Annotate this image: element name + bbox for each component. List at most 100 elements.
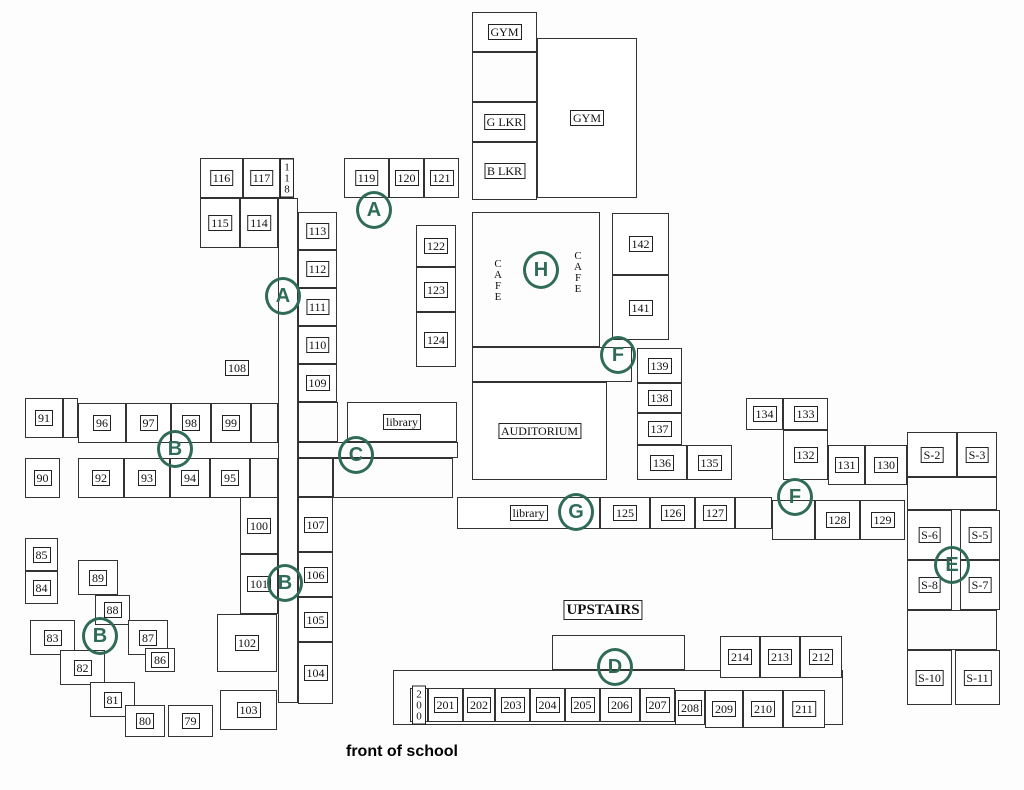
wall-outline (298, 442, 458, 458)
room-label: 200 (412, 685, 426, 725)
zone-marker: A (265, 277, 301, 315)
room (955, 650, 1000, 705)
wall-outline (333, 458, 453, 498)
room-label: 132 (793, 447, 818, 463)
room-label: 97 (139, 415, 158, 431)
room-label: 89 (89, 569, 107, 586)
room-label: G LKR (483, 114, 526, 130)
room-label: 209 (712, 701, 736, 717)
room-label: 114 (247, 215, 271, 231)
room-label: 210 (751, 701, 775, 717)
wall-outline (735, 497, 772, 529)
room-label: 134 (752, 406, 777, 422)
room-label: 86 (151, 652, 169, 668)
room-label: 203 (500, 697, 525, 713)
room-label: 129 (870, 512, 895, 528)
room-label: 98 (182, 415, 200, 431)
room-label: 213 (768, 649, 792, 665)
room-label: 99 (222, 415, 240, 431)
wall-outline (251, 403, 278, 443)
zone-marker: G (558, 493, 594, 531)
wall-outline (63, 398, 78, 438)
room-label: 96 (93, 415, 111, 431)
wall-outline (907, 477, 997, 510)
room (720, 636, 760, 678)
room (145, 648, 175, 672)
room-label: 139 (647, 357, 672, 374)
room-label: 93 (138, 470, 156, 486)
room-label: 121 (429, 170, 454, 186)
room (612, 275, 669, 340)
room-label: 101 (247, 576, 271, 592)
room-label: 110 (305, 337, 330, 353)
room-label: AUDITORIUM (497, 423, 582, 439)
room-label: 111 (305, 299, 330, 315)
zone-marker: E (934, 546, 970, 584)
zone-marker: F (777, 478, 813, 516)
room-label: 117 (249, 170, 274, 186)
zone-marker: A (356, 191, 392, 229)
room (760, 636, 800, 678)
room-label: B LKR (483, 163, 526, 179)
room-label: 90 (33, 470, 52, 486)
room-label: S-2 (920, 446, 944, 463)
room-label: 81 (103, 691, 122, 708)
room-label: 92 (92, 470, 110, 486)
zone-marker: F (600, 336, 636, 374)
wall-outline (278, 198, 298, 703)
room-label: 84 (32, 579, 51, 596)
zone-marker: C (338, 436, 374, 474)
room-label: 104 (303, 665, 328, 681)
room-label: 128 (825, 512, 850, 528)
room-label: 201 (433, 697, 458, 713)
zone-marker: B (82, 617, 118, 655)
room-label: 112 (305, 261, 330, 277)
upstairs-label: UPSTAIRS (563, 600, 643, 620)
room-label: 133 (793, 406, 818, 422)
room-label: 85 (32, 546, 51, 563)
room-label: 115 (208, 215, 232, 231)
room-label: 79 (181, 713, 200, 729)
room-label: 95 (221, 470, 239, 486)
room-label: 211 (792, 701, 816, 717)
zone-marker: B (267, 564, 303, 602)
room-label: 127 (703, 505, 727, 521)
room-label: 91 (35, 410, 53, 426)
wall-outline (298, 458, 333, 497)
room-label: 124 (424, 331, 448, 348)
room-label: 88 (103, 602, 122, 618)
room-label: 130 (874, 457, 898, 473)
room-label: 106 (303, 566, 328, 583)
room (907, 650, 952, 705)
room-label: 131 (834, 457, 859, 473)
room-label: 125 (613, 505, 637, 521)
room-label: 83 (43, 629, 62, 646)
wall-outline (472, 52, 537, 102)
room-label: 100 (247, 517, 271, 534)
zone-marker: B (157, 430, 193, 468)
room-label: 109 (305, 375, 330, 391)
room-label: 205 (570, 697, 595, 713)
room-label: library (509, 505, 548, 521)
room-label: S-10 (915, 669, 944, 686)
room-label: S-3 (965, 446, 989, 463)
room-label: S-8 (918, 577, 941, 593)
room (240, 554, 278, 614)
room-label: 120 (394, 170, 419, 186)
room-label: 102 (235, 635, 259, 651)
room-label: 82 (73, 659, 92, 676)
room-label: 212 (809, 649, 833, 665)
room-label: 137 (647, 421, 672, 437)
room-label: GYM (487, 24, 522, 40)
cafe-label: CAFE (572, 248, 584, 296)
room-label: 87 (139, 629, 157, 646)
room-label: 142 (628, 236, 653, 252)
room-label: 123 (424, 281, 448, 298)
room-label: 141 (628, 299, 653, 316)
room-label: 94 (181, 470, 199, 486)
room-label: library (383, 414, 421, 430)
room-label: S-7 (968, 577, 992, 593)
room (25, 538, 58, 571)
room-label: 126 (660, 505, 685, 521)
room-label: 122 (424, 238, 448, 254)
